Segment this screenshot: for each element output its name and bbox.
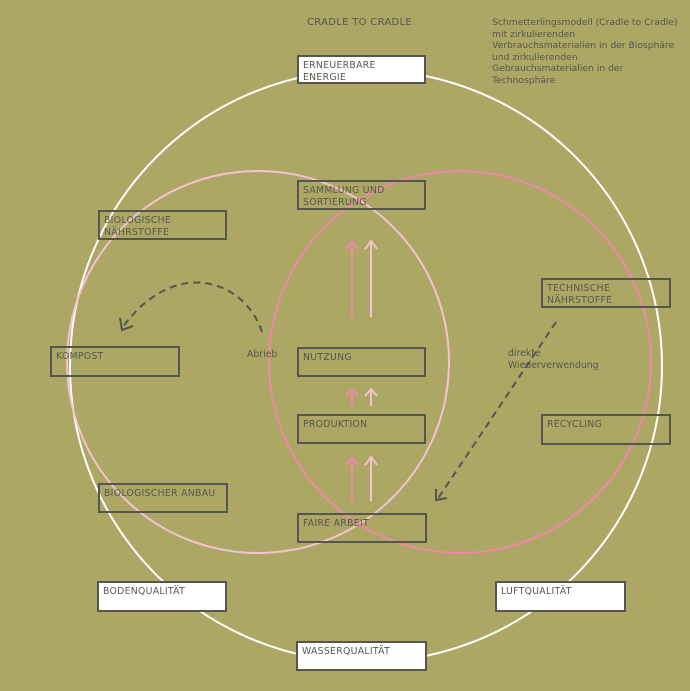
label-direkte-wiederverwendung: direkte Wiederverwendung bbox=[508, 348, 599, 371]
dashed-arrow-wiederverwendung bbox=[435, 321, 557, 502]
box-produktion: PRODUKTION bbox=[297, 414, 426, 444]
box-bodenqualitaet: BODENQUALITÄT bbox=[97, 581, 227, 612]
arrows-sammlung bbox=[345, 239, 378, 317]
box-technische-naehrstoffe: TECHNISCHE NÄHRSTOFFE bbox=[541, 278, 671, 308]
bio-cycle-circle bbox=[66, 170, 450, 554]
box-sammlung-sortierung: SAMMLUNG UND SORTIERUNG bbox=[297, 180, 426, 210]
arrows-produktion bbox=[345, 455, 378, 501]
diagram-caption: Schmetterlingsmodell (Cradle to Cradle) … bbox=[492, 17, 678, 86]
box-nutzung: NUTZUNG bbox=[297, 347, 426, 377]
box-luftqualitaet: LUFTQUALITÄT bbox=[495, 581, 626, 612]
box-kompost: KOMPOST bbox=[50, 346, 180, 377]
box-biologische-naehrstoffe: BIOLOGISCHE NÄHRSTOFFE bbox=[98, 210, 227, 240]
diagram-title: CRADLE TO CRADLE bbox=[307, 17, 413, 28]
arrows-nutzung bbox=[345, 387, 378, 406]
box-faire-arbeit: FAIRE ARBEIT bbox=[297, 513, 427, 543]
dashed-arrow-abrieb bbox=[119, 281, 263, 333]
techno-cycle-circle bbox=[268, 170, 652, 554]
box-wasserqualitaet: WASSERQUALITÄT bbox=[296, 641, 427, 671]
box-biologischer-anbau: BIOLOGISCHER ANBAU bbox=[98, 483, 228, 513]
box-erneuerbare-energie: ERNEUERBARE ENERGIE bbox=[297, 55, 426, 84]
box-recycling: RECYCLING bbox=[541, 414, 671, 445]
label-abrieb: Abrieb bbox=[247, 349, 278, 360]
